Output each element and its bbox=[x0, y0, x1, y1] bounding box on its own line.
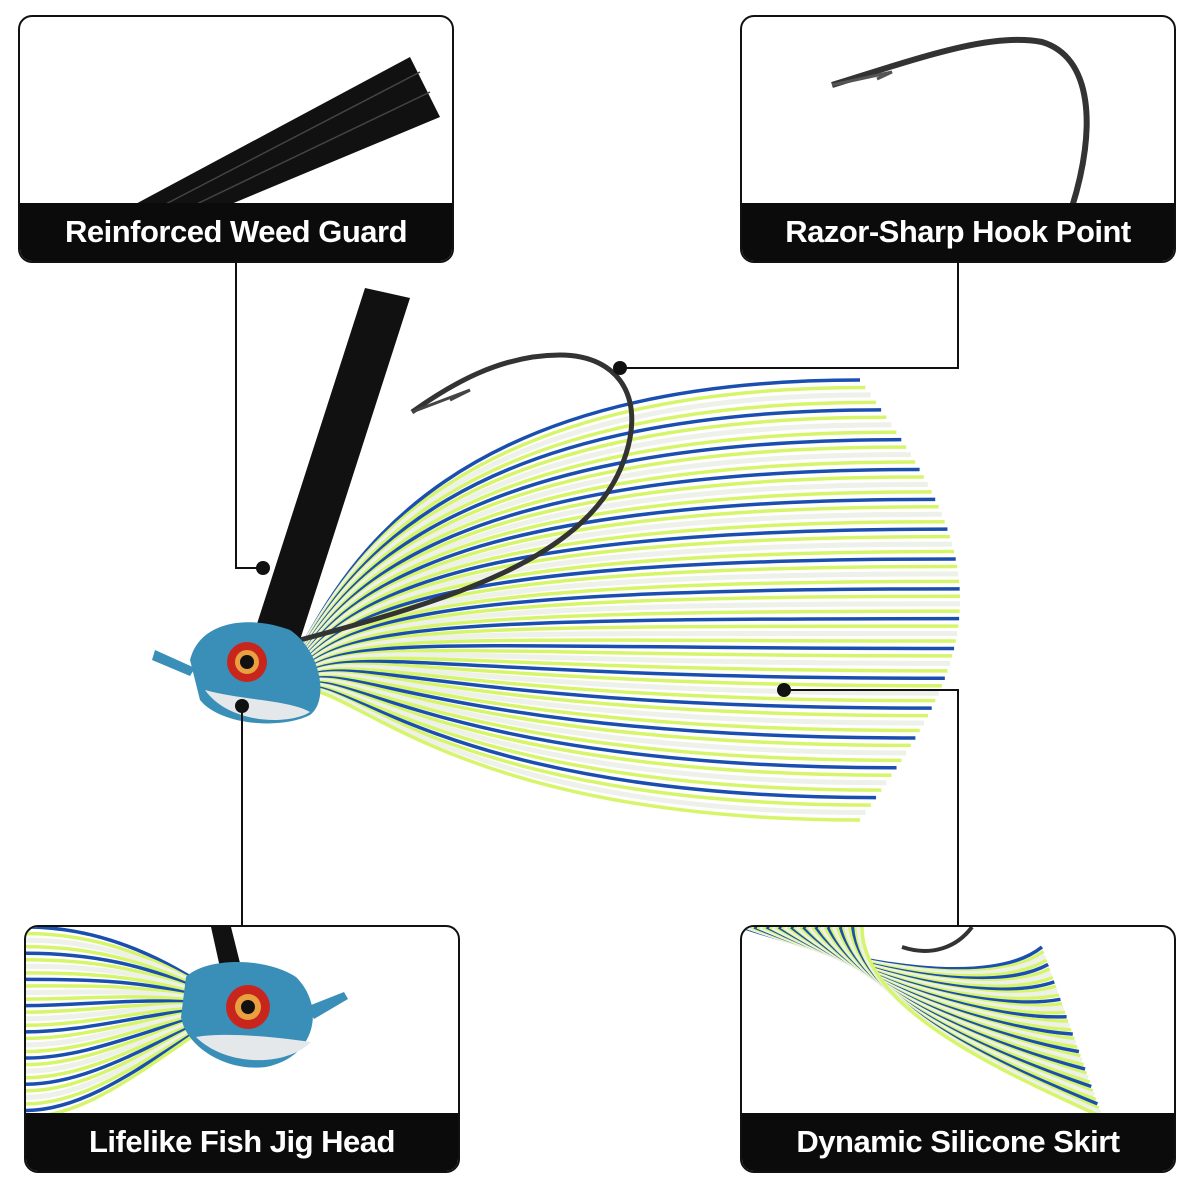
label-hook-point: Razor-Sharp Hook Point bbox=[742, 203, 1174, 261]
label-jig-head: Lifelike Fish Jig Head bbox=[26, 1113, 458, 1171]
hook-closeup-icon bbox=[831, 36, 1090, 208]
callout-jig-head: Lifelike Fish Jig Head bbox=[24, 925, 460, 1173]
label-silicone-skirt: Dynamic Silicone Skirt bbox=[742, 1113, 1174, 1171]
leader-dots bbox=[235, 361, 791, 713]
skirt-strand bbox=[26, 963, 207, 998]
skirt-strand bbox=[26, 1018, 207, 1086]
hook-barb bbox=[411, 388, 471, 414]
skirt-strand bbox=[26, 951, 207, 995]
callout-silicone-skirt: Dynamic Silicone Skirt bbox=[740, 925, 1176, 1173]
weed-guard bbox=[255, 288, 410, 640]
skirt-strand bbox=[860, 927, 1103, 1117]
skirt-strand bbox=[26, 937, 208, 992]
leader-lines bbox=[235, 262, 959, 925]
hook bbox=[299, 352, 635, 643]
jig-head-closeup-icon bbox=[26, 927, 348, 1117]
skirt-strand bbox=[299, 687, 861, 822]
skirt-strand bbox=[26, 1022, 207, 1106]
label-weed-guard: Reinforced Weed Guard bbox=[20, 203, 452, 261]
skirt-strand bbox=[26, 927, 207, 989]
skirt-strand bbox=[26, 1020, 208, 1100]
jig-head bbox=[152, 622, 321, 724]
callout-weed-guard: Reinforced Weed Guard bbox=[18, 15, 454, 263]
callout-hook-point: Razor-Sharp Hook Point bbox=[740, 15, 1176, 263]
silicone-skirt bbox=[297, 378, 960, 822]
skirt-closeup-icon bbox=[742, 927, 1103, 1117]
weed-guard-closeup-icon bbox=[130, 57, 440, 217]
skirt-strand bbox=[26, 944, 207, 993]
skirt-strand bbox=[26, 1024, 207, 1113]
